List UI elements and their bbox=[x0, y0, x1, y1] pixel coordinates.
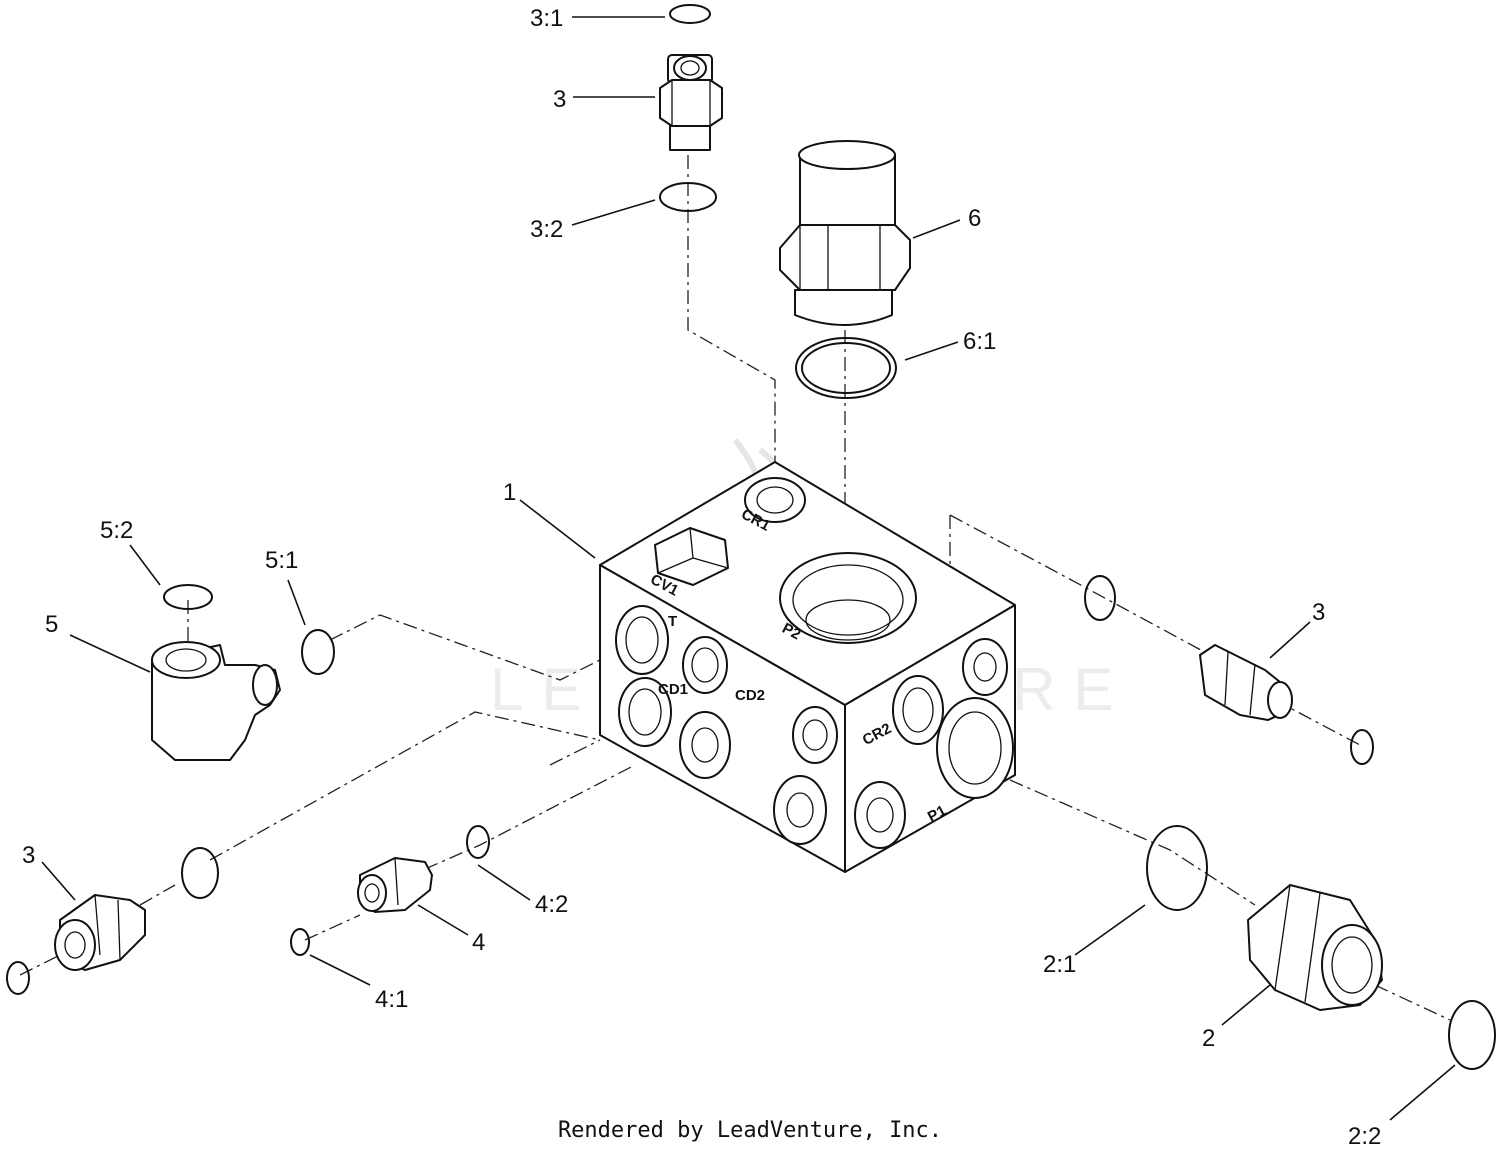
callout-5: 5 bbox=[45, 611, 58, 638]
callout-4: 4 bbox=[472, 929, 485, 956]
callout-2: 2 bbox=[1202, 1025, 1215, 1052]
callout-3-2: 3:2 bbox=[530, 216, 563, 243]
fitting-2 bbox=[1146, 825, 1496, 1070]
fitting-5-elbow bbox=[151, 584, 335, 761]
callout-4-1: 4:1 bbox=[375, 986, 408, 1013]
callouts: 3:1 3 3:2 6 6:1 1 5:2 5:1 5 3 3 4:2 4 4:… bbox=[22, 5, 1381, 1150]
callout-5-2: 5:2 bbox=[100, 517, 133, 544]
rendered-by-credit: Rendered by LeadVenture, Inc. bbox=[557, 1118, 943, 1143]
port-label-cd2: CD2 bbox=[735, 687, 765, 704]
callout-6-1: 6:1 bbox=[963, 328, 996, 355]
port-label-p2: P2 bbox=[779, 620, 803, 644]
port-label-t: T bbox=[668, 613, 677, 630]
callout-2-1: 2:1 bbox=[1043, 951, 1076, 978]
callout-5-1: 5:1 bbox=[265, 547, 298, 574]
callout-6: 6 bbox=[968, 205, 981, 232]
callout-3-right: 3 bbox=[1312, 599, 1325, 626]
fitting-4 bbox=[290, 825, 490, 956]
callout-4-2: 4:2 bbox=[535, 891, 568, 918]
port-label-cd1: CD1 bbox=[658, 681, 688, 698]
callout-3-1: 3:1 bbox=[530, 5, 563, 32]
callout-2-2: 2:2 bbox=[1348, 1123, 1381, 1150]
callout-3-top: 3 bbox=[553, 86, 566, 113]
callout-3-left: 3 bbox=[22, 842, 35, 869]
port-label-p1: P1 bbox=[925, 802, 949, 826]
fitting-6 bbox=[779, 140, 911, 399]
leader-lines bbox=[41, 16, 1456, 1121]
callout-1: 1 bbox=[503, 479, 516, 506]
fitting-3-right bbox=[1084, 575, 1374, 765]
manifold-block bbox=[599, 461, 1016, 873]
fitting-3-top bbox=[659, 4, 723, 212]
fitting-3-left bbox=[6, 847, 219, 995]
